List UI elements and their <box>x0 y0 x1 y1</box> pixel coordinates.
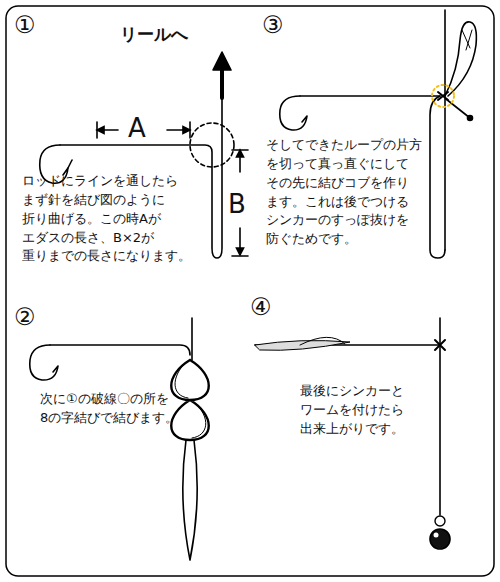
callout-number: ④ <box>250 290 290 325</box>
instruction-text: そしてできたループの片方 を切って真っ直ぐにして その先に結びコブを作り ます。… <box>266 136 436 249</box>
sinker <box>430 529 450 549</box>
dashed-circle <box>190 123 234 167</box>
dimension-label: A <box>128 110 158 148</box>
callout-number: ① <box>14 8 54 43</box>
reel-label: リールへ <box>120 22 220 47</box>
worm <box>255 341 350 351</box>
rig-panel-4 <box>255 318 450 549</box>
outer-frame <box>6 6 494 576</box>
callout-number: ③ <box>262 8 302 43</box>
reel-arrow-head <box>213 52 231 70</box>
dimension-label: B <box>228 186 258 224</box>
instruction-text: 次に①の破線〇の所を 8の字結びで結びます。 <box>40 390 178 428</box>
instruction-text: ロッドにラインを通したら まず針を結び図のように 折り曲げる。この時Aが エダス… <box>22 172 208 266</box>
callout-number: ② <box>14 300 54 335</box>
instruction-text: 最後にシンカーと ワームを付けたら 出来上がりです。 <box>300 382 430 439</box>
hook-line-panel-2 <box>30 318 209 560</box>
